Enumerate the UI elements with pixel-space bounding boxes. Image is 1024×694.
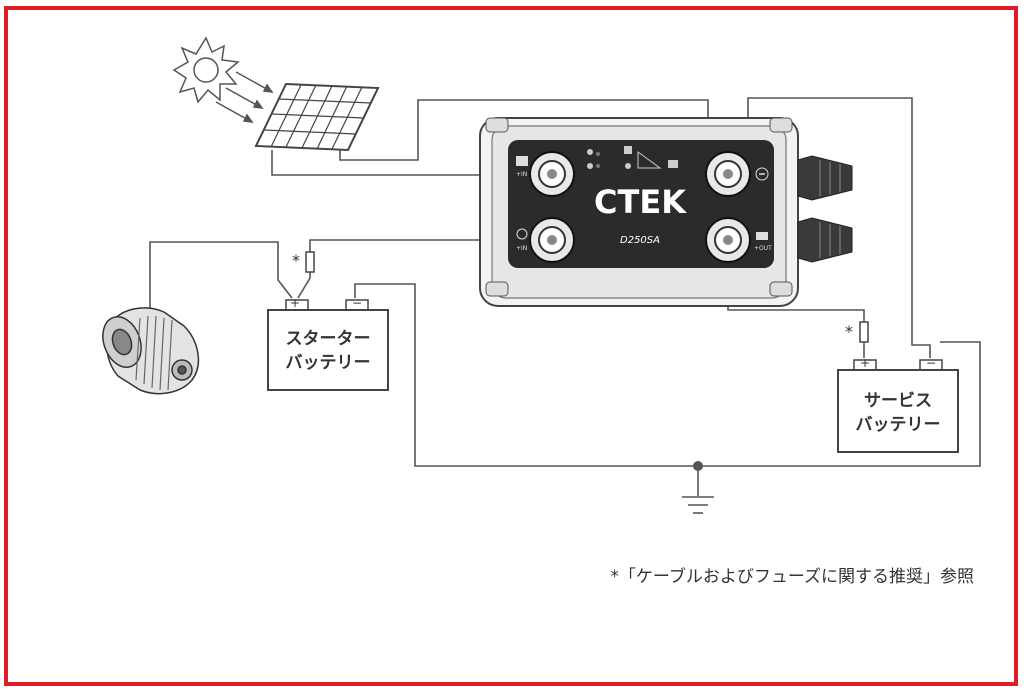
brand-logo: CTEK <box>594 183 687 221</box>
starter-plus-label: + <box>290 296 300 310</box>
terminal-label-solar: +IN <box>516 171 527 178</box>
battery-mini-icon <box>756 232 768 240</box>
alternator-mini-icon <box>516 228 528 240</box>
starter-battery-label-1: スターター <box>286 329 371 349</box>
terminal-alternator-in <box>529 217 575 263</box>
wire-solar-positive <box>271 150 548 176</box>
service-battery-label-2: バッテリー <box>856 415 941 435</box>
solar-panel-icon <box>254 82 380 152</box>
fuse-marker-service: * <box>845 322 853 341</box>
terminal-label-service: +OUT <box>754 245 772 252</box>
cable-gland-icon <box>797 155 853 263</box>
ground-icon <box>682 496 714 514</box>
red-border <box>4 6 1018 686</box>
mount-ear <box>485 281 509 297</box>
wire-ground-bus <box>354 283 981 467</box>
service-battery-label-1: サービス <box>864 391 932 411</box>
starter-minus-label: − <box>352 296 362 310</box>
wires <box>149 97 981 496</box>
fuse-marker-starter: * <box>292 251 300 270</box>
ground-junction <box>693 461 703 471</box>
service-minus-label: − <box>926 356 936 370</box>
sun-icon <box>172 36 274 123</box>
fuse-starter-icon <box>305 251 315 273</box>
service-plus-label: + <box>860 356 870 370</box>
wire-alternator <box>149 241 293 308</box>
starter-battery: + − スターター バッテリー <box>267 296 389 391</box>
solar-panel-mini-icon <box>516 156 528 166</box>
terminal-label-alternator: +IN <box>516 245 527 252</box>
minus-circle-icon <box>755 167 769 181</box>
model-label: D250SA <box>620 235 660 246</box>
fuse-service-icon <box>859 321 869 343</box>
alternator-icon <box>102 307 200 395</box>
gland-ribs <box>819 160 841 258</box>
service-battery: + − サービス バッテリー <box>837 356 959 453</box>
terminal-negative <box>705 151 751 197</box>
wire-solar-negative <box>339 99 709 170</box>
terminal-service-out <box>705 217 751 263</box>
status-led-icon <box>587 146 678 169</box>
footnote-text: *「ケーブルおよびフューズに関する推奨」参照 <box>610 566 974 587</box>
terminal-solar-in <box>529 151 575 197</box>
starter-battery-label-2: バッテリー <box>286 353 371 373</box>
ctek-charger: +IN +IN +OUT CTEK D250SA <box>479 117 853 307</box>
mount-ear <box>769 117 793 133</box>
mount-ear <box>769 281 793 297</box>
wire-service-negative <box>747 97 931 358</box>
mount-ear <box>485 117 509 133</box>
